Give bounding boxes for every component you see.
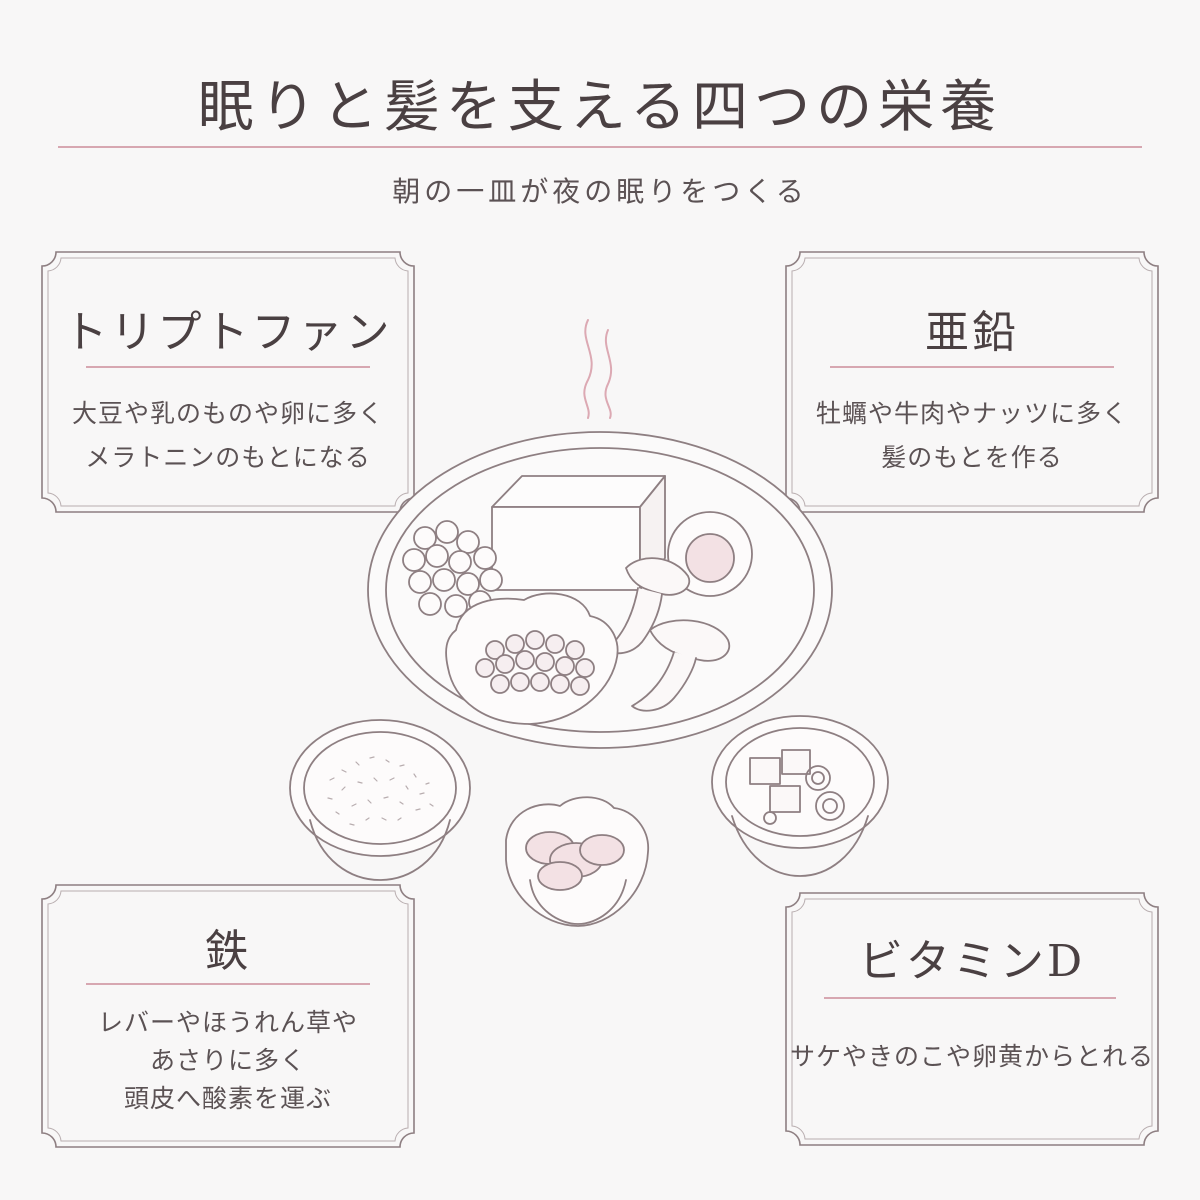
mushroom-icon [605,557,731,712]
page-subtitle: 朝の一皿が夜の眠りをつくる [392,175,808,208]
card-zinc: 亜鉛 牡蠣や牛肉やナッツに多く 髪のもとを作る [785,251,1159,513]
miso-soup-bowl-icon [711,715,889,877]
card-vitamin-d: ビタミンD サケやきのこや卵黄からとれる [785,892,1159,1146]
card-text-line: サケやきのこや卵黄からとれる [789,1042,1154,1071]
card-divider [824,997,1116,999]
card-frame [785,892,1159,1146]
natto-bowl-icon [445,592,619,725]
card-frame [785,251,1159,513]
title-divider [58,146,1142,148]
card-frame [41,884,415,1148]
card-divider [830,366,1114,368]
card-heading: 亜鉛 [925,307,1019,358]
card-text-line: 大豆や乳のものや卵に多く [71,399,384,428]
card-text-line: 髪のもとを作る [881,443,1063,472]
card-divider [86,366,370,368]
page-title: 眠りと髪を支える四つの栄養 [197,75,1003,140]
card-text-line: 牡蠣や牛肉やナッツに多く [815,399,1128,428]
pickles-bowl-icon [505,796,649,927]
breakfast-illustration [289,319,889,927]
card-heading: トリプトファン [63,307,393,358]
card-tryptophan: トリプトファン 大豆や乳のものや卵に多く メラトニンのもとになる [41,251,415,513]
card-heading: ビタミンD [858,936,1086,987]
card-divider [86,983,370,985]
card-text-line: あさりに多く [149,1046,306,1075]
card-heading: 鉄 [204,926,252,977]
card-iron: 鉄 レバーやほうれん草や あさりに多く 頭皮へ酸素を運ぶ [41,884,415,1148]
card-text-line: レバーやほうれん草や [97,1008,358,1037]
card-text-line: 頭皮へ酸素を運ぶ [123,1084,332,1113]
steam-icon [583,319,613,419]
rice-bowl-icon [289,719,471,881]
card-text-line: メラトニンのもとになる [85,443,371,472]
egg-icon [667,511,753,597]
